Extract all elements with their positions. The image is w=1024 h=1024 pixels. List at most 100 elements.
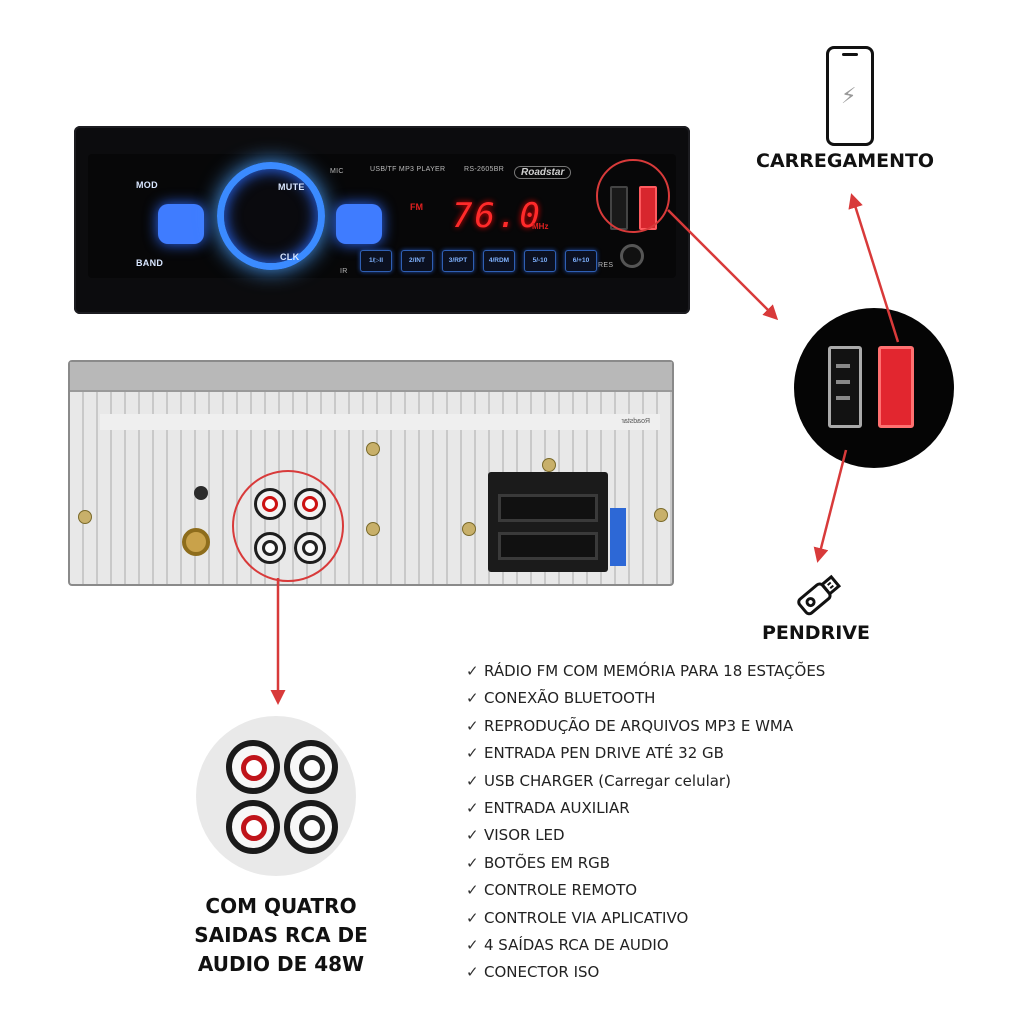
phone-notch xyxy=(842,53,858,56)
feature-item: ✓ USB CHARGER (Carregar celular) xyxy=(466,768,825,795)
preset-button-2[interactable]: 2/INT xyxy=(401,250,433,272)
feature-list: ✓ RÁDIO FM COM MEMÓRIA PARA 18 ESTAÇÕES ✓… xyxy=(466,658,825,987)
check-icon: ✓ xyxy=(466,689,479,708)
check-icon: ✓ xyxy=(466,881,479,900)
radio-front-panel: MOD MUTE BAND CLK MIC USB/TF MP3 PLAYER … xyxy=(74,126,690,314)
feature-text: CONEXÃO BLUETOOTH xyxy=(484,689,656,708)
feature-item: ✓VISOR LED xyxy=(466,822,825,849)
arrow-to-pendrive xyxy=(813,449,848,563)
feature-item: ✓ BOTÕES EM RGB xyxy=(466,850,825,877)
feature-item: ✓ 4 SAÍDAS RCA DE AUDIO xyxy=(466,932,825,959)
mode-button[interactable] xyxy=(158,204,204,244)
chassis-screw xyxy=(542,458,556,472)
lightning-bolt-icon: ⚡ xyxy=(841,83,857,108)
control-knob-area xyxy=(122,162,382,270)
feature-text: CONTROLE VIA APLICATIVO xyxy=(484,908,689,927)
arrow-to-charging xyxy=(848,193,900,343)
smartphone-charging-icon: ⚡ xyxy=(826,46,874,146)
feature-item: ✓ENTRADA PEN DRIVE ATÉ 32 GB xyxy=(466,740,825,767)
check-icon: ✓ xyxy=(466,853,479,872)
preset-button-1[interactable]: 1/▷II xyxy=(360,250,392,272)
check-icon: ✓ xyxy=(466,826,479,845)
aux-input-jack[interactable] xyxy=(620,244,644,268)
check-icon: ✓ xyxy=(466,716,479,735)
mic-label: MIC xyxy=(330,168,344,175)
check-icon: ✓ xyxy=(466,908,479,927)
feature-text: ENTRADA AUXILIAR xyxy=(484,798,630,817)
preset-button-4[interactable]: 4/RDM xyxy=(483,250,515,272)
feature-item: ✓ CONTROLE VIA APLICATIVO xyxy=(466,905,825,932)
iso-connector xyxy=(488,472,608,572)
pendrive-caption: PENDRIVE xyxy=(762,622,870,644)
feature-item: ✓ CONECTOR ISO xyxy=(466,959,825,986)
rca-caption-line-2: SAIDAS RCA DE xyxy=(194,923,368,947)
radio-rear-chassis: Roadstar xyxy=(68,360,674,586)
clk-label: CLK xyxy=(280,252,300,262)
display-frequency: 76.0 xyxy=(452,196,542,236)
charging-caption: CARREGAMENTO xyxy=(756,150,935,172)
mute-button[interactable] xyxy=(336,204,382,244)
res-label: RES xyxy=(598,262,614,269)
feature-item: ✓ RÁDIO FM COM MEMÓRIA PARA 18 ESTAÇÕES xyxy=(466,658,825,685)
antenna-socket xyxy=(182,528,210,556)
feature-item: ✓ ENTRADA AUXILIAR xyxy=(466,795,825,822)
feature-text: REPRODUÇÃO DE ARQUIVOS MP3 E WMA xyxy=(484,716,794,735)
rca-jack-red-zoom xyxy=(226,740,280,794)
iso-pin-row xyxy=(498,532,598,560)
check-icon: ✓ xyxy=(466,963,479,982)
chassis-screw xyxy=(366,522,380,536)
check-icon: ✓ xyxy=(466,935,479,954)
chassis-top-strip xyxy=(70,362,672,392)
rca-caption: COM QUATRO SAIDAS RCA DE AUDIO DE 48W xyxy=(186,892,376,979)
rca-jack-red-zoom xyxy=(226,800,280,854)
usb-highlight-circle xyxy=(596,159,670,233)
arrow-usb-to-zoom xyxy=(667,209,779,321)
feature-item: ✓ CONEXÃO BLUETOOTH xyxy=(466,685,825,712)
usb-port-data-zoom xyxy=(828,346,862,428)
preset-button-5[interactable]: 5/-10 xyxy=(524,250,556,272)
rca-outputs-zoom xyxy=(196,716,356,876)
preset-button-3[interactable]: 3/RPT xyxy=(442,250,474,272)
usb-flash-drive-icon xyxy=(797,574,842,616)
feature-item: ✓ CONTROLE REMOTO xyxy=(466,877,825,904)
feature-text: CONECTOR ISO xyxy=(484,963,600,982)
feature-text: BOTÕES EM RGB xyxy=(484,853,611,872)
model-label: RS-2605BR xyxy=(464,166,505,173)
feature-text: 4 SAÍDAS RCA DE AUDIO xyxy=(484,935,669,954)
brand-logo: Roadstar xyxy=(514,166,572,179)
check-icon: ✓ xyxy=(466,744,479,763)
usb-port-charger-zoom xyxy=(878,346,914,428)
rca-highlight-circle xyxy=(232,470,344,582)
chassis-hole xyxy=(194,486,208,500)
display-unit: MHz xyxy=(532,222,549,231)
ir-label: IR xyxy=(340,268,348,275)
display-band: FM xyxy=(410,202,423,212)
band-label: BAND xyxy=(136,258,164,268)
check-icon: ✓ xyxy=(466,662,479,680)
iso-pin-row xyxy=(498,494,598,522)
chassis-screw xyxy=(462,522,476,536)
feature-item: ✓ REPRODUÇÃO DE ARQUIVOS MP3 E WMA xyxy=(466,713,825,740)
feature-text: CONTROLE REMOTO xyxy=(484,881,638,900)
check-icon: ✓ xyxy=(466,798,479,817)
rca-jack-white-zoom xyxy=(284,740,338,794)
mode-label: MOD xyxy=(136,180,158,190)
usb-ports-zoom xyxy=(794,308,954,468)
check-icon: ✓ xyxy=(466,771,479,790)
model-info-label: USB/TF MP3 PLAYER xyxy=(370,166,446,173)
usb-pin xyxy=(836,380,850,384)
chassis-screw xyxy=(78,510,92,524)
fuse-tab xyxy=(610,508,626,566)
usb-pin xyxy=(836,364,850,368)
usb-pin xyxy=(836,396,850,400)
mute-label: MUTE xyxy=(278,182,305,192)
volume-knob[interactable] xyxy=(217,162,325,270)
feature-text: USB CHARGER (Carregar celular) xyxy=(484,771,731,790)
chassis-screw xyxy=(654,508,668,522)
rca-caption-line-3: AUDIO DE 48W xyxy=(197,952,365,976)
chassis-screw xyxy=(366,442,380,456)
preset-button-6[interactable]: 6/+10 xyxy=(565,250,597,272)
rca-jack-white-zoom xyxy=(284,800,338,854)
feature-text: RÁDIO FM COM MEMÓRIA PARA 18 ESTAÇÕES xyxy=(484,662,826,680)
